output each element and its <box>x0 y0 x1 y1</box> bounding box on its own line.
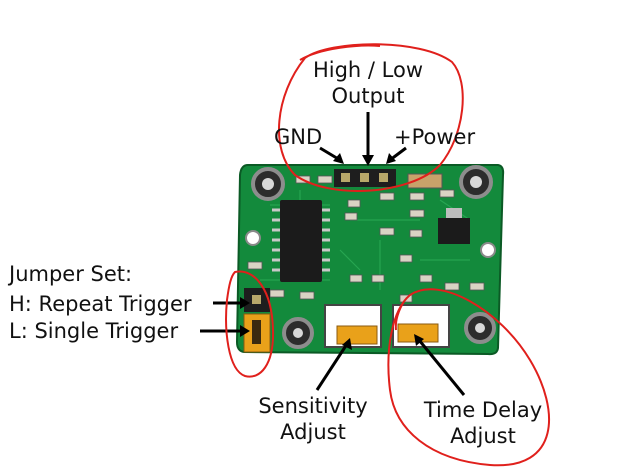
smd-orange-part <box>407 173 443 189</box>
mounting-holes <box>245 230 496 258</box>
time-delay-adjust-label: Time Delay Adjust <box>408 397 558 449</box>
jumper-block <box>243 288 271 353</box>
sensitivity-potentiometer <box>324 304 382 348</box>
time-delay-potentiometer <box>392 304 450 348</box>
capacitor-bottom-left <box>282 317 314 349</box>
single-trigger-label: L: Single Trigger <box>9 319 179 343</box>
voltage-regulator <box>438 208 470 244</box>
time-delay-adjust-line1: Time Delay <box>423 398 543 422</box>
highlight-output-circle <box>278 43 464 192</box>
ic-chip <box>272 200 330 282</box>
highlight-circles <box>225 43 550 467</box>
output-label: High / Low Output <box>285 57 451 109</box>
highlight-time-delay-circle <box>387 288 550 467</box>
output-label-line1: High / Low <box>312 58 424 82</box>
time-delay-adjust-line2: Adjust <box>450 424 516 448</box>
arrowheads <box>240 153 424 350</box>
repeat-trigger-label: H: Repeat Trigger <box>9 292 192 316</box>
capacitor-top-left <box>251 167 285 201</box>
sensitivity-adjust-label: Sensitivity Adjust <box>240 393 386 445</box>
power-label: +Power <box>394 125 476 149</box>
sensitivity-adjust-line1: Sensitivity <box>258 394 368 418</box>
sensitivity-adjust-line2: Adjust <box>280 420 346 444</box>
pin-header <box>334 169 396 187</box>
gnd-label: GND <box>274 125 323 149</box>
jumper-set-label: Jumper Set: <box>9 262 133 286</box>
capacitor-top-right <box>459 165 493 199</box>
highlight-jumper-circle <box>225 270 275 378</box>
capacitor-bottom-right <box>464 312 496 344</box>
output-label-line2: Output <box>331 84 405 108</box>
